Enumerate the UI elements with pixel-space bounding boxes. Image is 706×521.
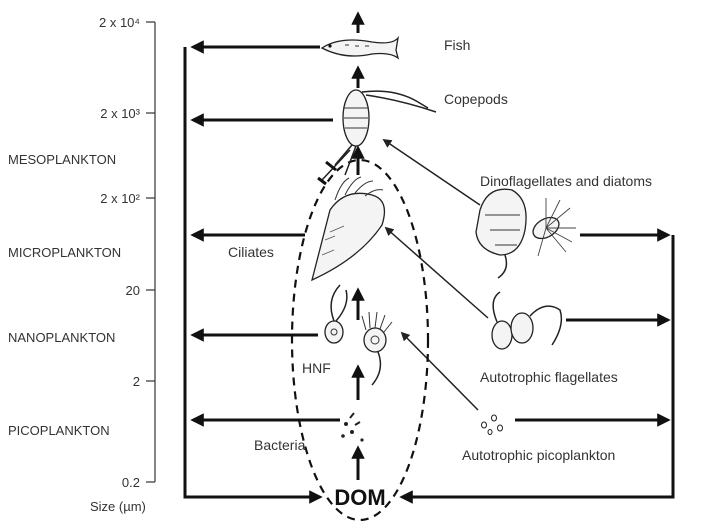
grazing-arrows [384,140,488,410]
axis-title: Size (µm) [90,499,146,514]
size-axis: 2 x 10⁴ 2 x 10³ 2 x 10² 20 2 0.2 MESOPLA… [8,15,155,514]
bacteria-icon [341,413,363,442]
copepods-label: Copepods [444,91,508,107]
hnf-label: HNF [302,360,331,376]
class-mesoplankton: MESOPLANKTON [8,152,116,167]
class-nanoplankton: NANOPLANKTON [8,330,115,345]
ciliate-icon [312,177,384,280]
fish-label: Fish [444,37,470,53]
bacteria-label: Bacteria [254,437,306,453]
dom-label: DOM [334,485,385,510]
tick-label-200: 2 x 10² [100,191,140,206]
class-microplankton: MICROPLANKTON [8,245,121,260]
tick-label-0-2: 0.2 [122,475,140,490]
autotrophic-flagellates-icon [492,292,561,349]
flagellates-to-ciliates-arrow [386,228,488,318]
autotrophic-flagellates-label: Autotrophic flagellates [480,369,618,385]
picoplankton-to-hnf-arrow [402,333,478,410]
dinoflagellates-label: Dinoflagellates and diatoms [480,173,652,189]
left-loop-to-dom-arrow [185,47,320,497]
tick-label-20000: 2 x 10⁴ [99,15,140,30]
dinoflagellate-diatom-icon [476,189,576,278]
tick-label-20: 20 [126,283,140,298]
autotrophic-picoplankton-icon [482,415,503,435]
copepod-icon [318,90,436,184]
fish-icon [322,38,398,58]
tick-label-2: 2 [133,374,140,389]
tick-label-2000: 2 x 10³ [100,106,140,121]
ciliates-label: Ciliates [228,244,274,260]
class-picoplankton: PICOPLANKTON [8,423,110,438]
diatoms-to-copepods-arrow [384,140,480,205]
autotrophic-picoplankton-label: Autotrophic picoplankton [462,447,615,463]
